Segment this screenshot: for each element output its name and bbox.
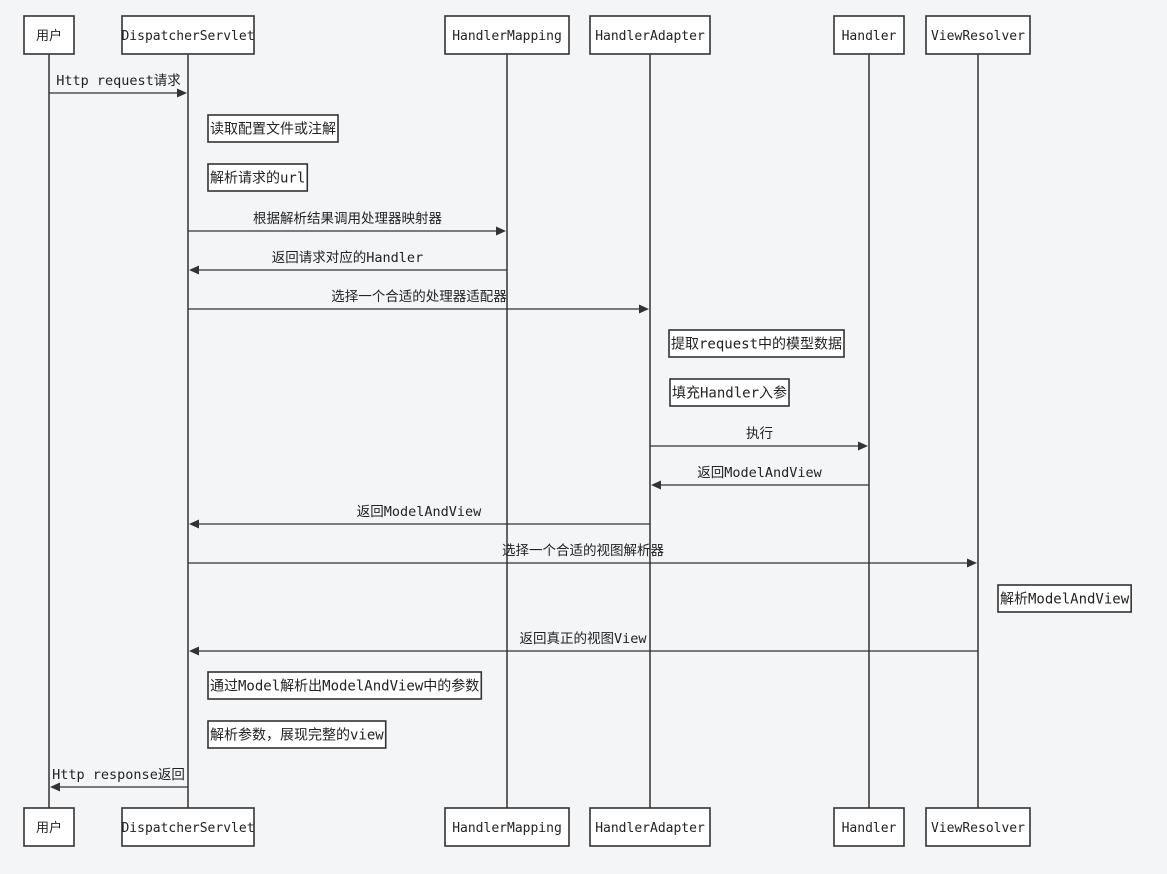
- note-box: [207, 114, 339, 143]
- participant-adapter-bottom[interactable]: HandlerAdapter: [589, 807, 711, 847]
- participant-resolver-bottom[interactable]: ViewResolver: [925, 807, 1031, 847]
- message-label: Http request请求: [56, 73, 181, 89]
- message-m8: 选择一个合适的视图解析器: [188, 543, 977, 568]
- participant-mapping-top[interactable]: HandlerMapping: [444, 15, 570, 55]
- participant-box: [589, 15, 711, 55]
- message-m2: 根据解析结果调用处理器映射器: [188, 211, 506, 236]
- participant-box: [444, 807, 570, 847]
- message-label: 返回ModelAndView: [697, 465, 822, 481]
- participant-box: [589, 807, 711, 847]
- participant-box: [23, 15, 75, 55]
- note-n7: 解析参数，展现完整的view: [207, 720, 387, 749]
- note-n2: 解析请求的url: [207, 163, 309, 192]
- arrowhead-icon: [189, 519, 199, 529]
- note-label: 读取配置文件或注解: [210, 121, 336, 138]
- participant-label: Handler: [842, 821, 897, 836]
- note-box: [207, 720, 387, 749]
- message-m1: Http request请求: [49, 73, 187, 98]
- participant-adapter-top[interactable]: HandlerAdapter: [589, 15, 711, 55]
- message-m5: 执行: [650, 426, 868, 451]
- note-label: 解析参数，展现完整的view: [210, 727, 384, 744]
- note-box: [669, 378, 790, 407]
- message-m9: 返回真正的视图View: [189, 631, 978, 656]
- note-box: [997, 584, 1132, 613]
- arrowhead-icon: [177, 88, 187, 98]
- arrowhead-icon: [858, 441, 868, 451]
- note-n5: 解析ModelAndView: [997, 584, 1132, 613]
- participant-dispatcher-bottom[interactable]: DispatcherServlet: [121, 807, 255, 847]
- note-label: 提取request中的模型数据: [671, 337, 842, 353]
- participant-label: 用户: [36, 28, 62, 44]
- participant-handler-top[interactable]: Handler: [833, 15, 905, 55]
- note-n1: 读取配置文件或注解: [207, 114, 339, 143]
- participant-label: ViewResolver: [931, 29, 1025, 44]
- participant-mapping-bottom[interactable]: HandlerMapping: [444, 807, 570, 847]
- arrowhead-icon: [189, 265, 199, 275]
- participant-box: [121, 807, 255, 847]
- participant-label: HandlerMapping: [452, 29, 562, 44]
- message-label: 执行: [746, 426, 773, 442]
- arrowhead-icon: [496, 226, 506, 236]
- message-label: 返回真正的视图View: [519, 631, 647, 647]
- note-label: 解析ModelAndView: [1000, 592, 1130, 608]
- message-label: 返回ModelAndView: [357, 504, 482, 520]
- participant-user-top[interactable]: 用户: [23, 15, 75, 55]
- message-m3: 返回请求对应的Handler: [189, 249, 507, 275]
- participant-label: HandlerAdapter: [595, 821, 705, 836]
- participant-label: DispatcherServlet: [121, 821, 254, 836]
- note-n4: 填充Handler入参: [669, 378, 790, 407]
- participant-label: HandlerAdapter: [595, 29, 705, 44]
- message-label: 选择一个合适的处理器适配器: [331, 289, 507, 305]
- note-box: [668, 329, 845, 358]
- arrowhead-icon: [189, 646, 199, 656]
- participant-box: [23, 807, 75, 847]
- note-label: 填充Handler入参: [672, 385, 787, 402]
- message-m6: 返回ModelAndView: [651, 465, 869, 490]
- participant-box: [833, 15, 905, 55]
- participant-resolver-top[interactable]: ViewResolver: [925, 15, 1031, 55]
- arrowhead-icon: [639, 304, 649, 314]
- participant-box: [121, 15, 255, 55]
- participant-label: DispatcherServlet: [121, 29, 254, 44]
- message-m4: 选择一个合适的处理器适配器: [188, 289, 649, 314]
- message-label: 返回请求对应的Handler: [272, 249, 423, 266]
- participant-label: HandlerMapping: [452, 821, 562, 836]
- participant-box: [925, 15, 1031, 55]
- arrowhead-icon: [50, 782, 60, 792]
- participant-box: [925, 807, 1031, 847]
- message-label: 选择一个合适的视图解析器: [502, 543, 664, 559]
- participant-label: ViewResolver: [931, 821, 1025, 836]
- participant-label: 用户: [36, 820, 62, 836]
- note-box: [207, 671, 483, 700]
- note-n6: 通过Model解析出ModelAndView中的参数: [207, 671, 483, 700]
- message-label: 根据解析结果调用处理器映射器: [253, 211, 442, 227]
- note-label: 解析请求的url: [210, 171, 305, 187]
- participant-box: [833, 807, 905, 847]
- participant-dispatcher-top[interactable]: DispatcherServlet: [121, 15, 255, 55]
- arrowhead-icon: [967, 558, 977, 568]
- message-m7: 返回ModelAndView: [189, 504, 650, 529]
- participant-handler-bottom[interactable]: Handler: [833, 807, 905, 847]
- message-label: Http response返回: [52, 767, 185, 783]
- arrowhead-icon: [651, 480, 661, 490]
- participant-label: Handler: [842, 29, 897, 44]
- message-m10: Http response返回: [50, 767, 188, 792]
- participant-user-bottom[interactable]: 用户: [23, 807, 75, 847]
- participant-box: [444, 15, 570, 55]
- note-label: 通过Model解析出ModelAndView中的参数: [210, 678, 479, 695]
- note-n3: 提取request中的模型数据: [668, 329, 845, 358]
- note-box: [207, 163, 309, 192]
